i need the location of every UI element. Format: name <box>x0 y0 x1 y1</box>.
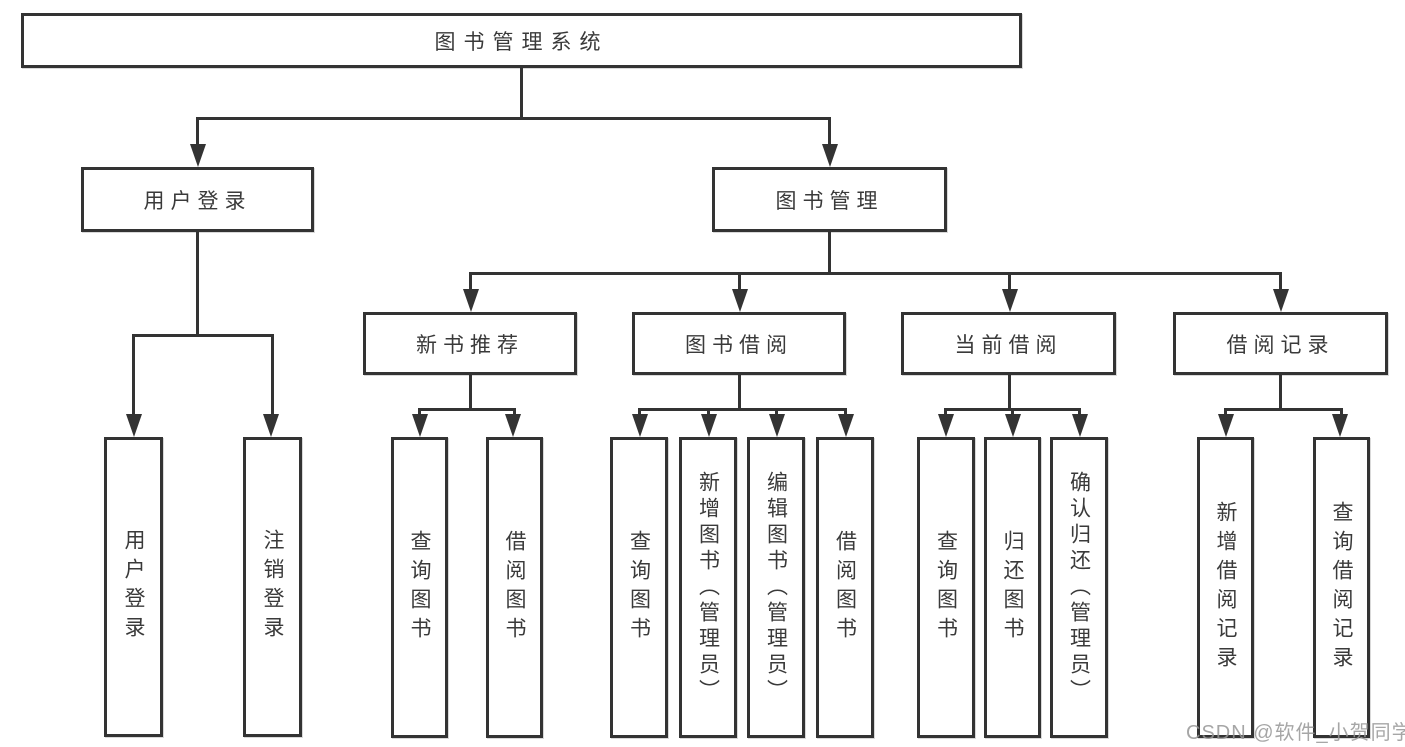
connector-line <box>1279 272 1282 292</box>
connector-line <box>944 408 947 417</box>
node-label: 用户登录 <box>143 189 252 213</box>
connector-line <box>196 232 199 334</box>
node-user-login: 用户登录 <box>81 167 314 232</box>
arrow-down-icon <box>1332 414 1348 437</box>
connector-line <box>513 408 516 417</box>
arrow-down-icon <box>263 414 279 437</box>
connector-line <box>828 232 831 272</box>
connector-line <box>844 408 847 417</box>
arrow-down-icon <box>732 289 748 312</box>
connector-line <box>418 408 516 411</box>
arrow-down-icon <box>126 414 142 437</box>
node-book-management: 图书管理 <box>712 167 947 232</box>
node-label: 借阅记录 <box>1226 333 1335 357</box>
connector-line <box>1224 408 1227 417</box>
node-new-book-recommend: 新书推荐 <box>363 312 577 375</box>
connector-line <box>469 272 1282 275</box>
connector-line <box>638 408 847 411</box>
arrow-down-icon <box>938 414 954 437</box>
leaf-query-books-recommend: 查询图书 <box>391 437 448 738</box>
leaf-query-books-current: 查询图书 <box>917 437 975 738</box>
leaf-borrow-books: 借阅图书 <box>816 437 874 738</box>
connector-line <box>738 272 741 292</box>
leaf-logout: 注销登录 <box>243 437 302 737</box>
arrow-down-icon <box>463 289 479 312</box>
leaf-label: 新增借阅记录 <box>1214 500 1237 675</box>
arrow-down-icon <box>190 144 206 167</box>
leaf-query-borrow-record: 查询借阅记录 <box>1313 437 1370 738</box>
connector-line <box>707 408 710 417</box>
leaf-borrow-books-recommend: 借阅图书 <box>486 437 543 738</box>
leaf-query-books-borrow: 查询图书 <box>610 437 668 738</box>
arrow-down-icon <box>838 414 854 437</box>
leaf-label: 查询图书 <box>934 529 958 646</box>
arrow-down-icon <box>1273 289 1289 312</box>
arrow-down-icon <box>505 414 521 437</box>
node-book-borrow: 图书借阅 <box>632 312 846 375</box>
connector-line <box>196 117 199 148</box>
connector-line <box>132 334 135 416</box>
leaf-confirm-return-admin: 确认归还（管理员） <box>1050 437 1108 738</box>
node-root: 图书管理系统 <box>21 13 1022 68</box>
connector-line <box>469 375 472 408</box>
leaf-label: 借阅图书 <box>833 529 857 646</box>
node-root-label: 图书管理系统 <box>434 30 609 54</box>
connector-line <box>1078 408 1081 417</box>
leaf-add-borrow-record: 新增借阅记录 <box>1197 437 1254 738</box>
leaf-user-login: 用户登录 <box>104 437 163 737</box>
connector-line <box>775 408 778 417</box>
arrow-down-icon <box>1218 414 1234 437</box>
leaf-label: 查询借阅记录 <box>1330 500 1353 675</box>
connector-line <box>1340 408 1343 417</box>
arrow-down-icon <box>1072 414 1088 437</box>
arrow-down-icon <box>769 414 785 437</box>
leaf-add-books-admin: 新增图书（管理员） <box>679 437 737 738</box>
leaf-label: 编辑图书（管理员） <box>764 470 788 705</box>
watermark: CSDN @软件_小贺同学 <box>1186 722 1405 744</box>
connector-line <box>638 408 641 417</box>
connector-line <box>1011 408 1014 417</box>
node-label: 图书借阅 <box>685 333 793 357</box>
connector-line <box>271 334 274 416</box>
arrow-down-icon <box>1005 414 1021 437</box>
leaf-edit-books-admin: 编辑图书（管理员） <box>747 437 805 738</box>
leaf-label: 查询图书 <box>627 529 651 646</box>
leaf-label: 新增图书（管理员） <box>696 470 720 705</box>
connector-line <box>1224 408 1343 411</box>
connector-line <box>1008 272 1011 292</box>
connector-line <box>828 117 831 148</box>
node-borrow-records: 借阅记录 <box>1173 312 1388 375</box>
node-label: 新书推荐 <box>416 333 524 357</box>
arrow-down-icon <box>701 414 717 437</box>
connector-line <box>738 375 741 408</box>
connector-line <box>1008 375 1011 408</box>
leaf-label: 确认归还（管理员） <box>1067 470 1091 705</box>
leaf-label: 归还图书 <box>1001 529 1024 646</box>
connector-line <box>520 68 523 117</box>
leaf-label: 查询图书 <box>408 529 431 646</box>
arrow-down-icon <box>412 414 428 437</box>
node-label: 图书管理 <box>775 189 884 213</box>
connector-line <box>196 117 831 120</box>
leaf-label: 借阅图书 <box>503 529 526 646</box>
connector-line <box>469 272 472 292</box>
arrow-down-icon <box>632 414 648 437</box>
arrow-down-icon <box>822 144 838 167</box>
connector-line <box>132 334 273 337</box>
arrow-down-icon <box>1002 289 1018 312</box>
leaf-label: 注销登录 <box>261 529 284 645</box>
leaf-return-books: 归还图书 <box>984 437 1041 738</box>
leaf-label: 用户登录 <box>122 529 145 645</box>
node-label: 当前借阅 <box>954 333 1063 357</box>
node-current-borrow: 当前借阅 <box>901 312 1116 375</box>
connector-line <box>1279 375 1282 408</box>
connector-line <box>418 408 421 417</box>
